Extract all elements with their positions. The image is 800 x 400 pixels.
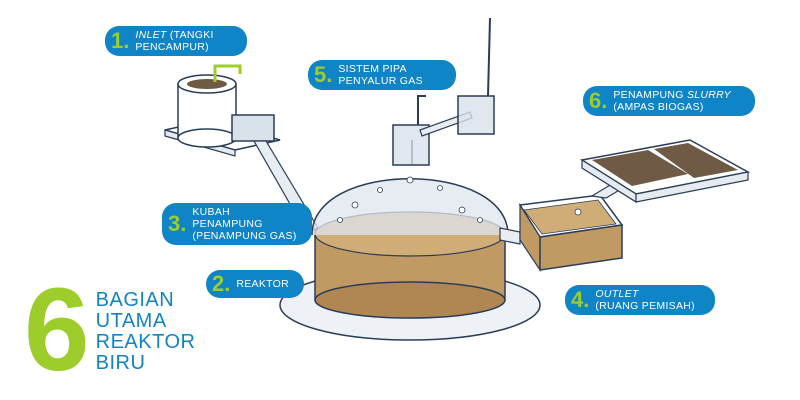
title-text: BAGIAN UTAMA REAKTOR BIRU	[96, 290, 196, 374]
label-number: 2.	[212, 271, 231, 296]
slurry-tank	[579, 139, 751, 204]
label-line: (AMPAS BIOGAS)	[613, 101, 704, 113]
label-number: 1.	[111, 28, 130, 53]
label-number: 6.	[589, 88, 608, 113]
label-line-italic: SLURRY	[686, 89, 731, 101]
label-line: (TANGKI	[166, 29, 214, 41]
label-text: SISTEM PIPA PENYALUR GAS	[338, 63, 423, 87]
title-line: UTAMA	[95, 310, 167, 332]
label-number: 5.	[314, 62, 333, 87]
inlet-tank	[164, 64, 281, 157]
label-number: 4.	[571, 287, 590, 312]
gas-pipe-system	[392, 17, 495, 166]
label-line: KUBAH PENAMPUNG	[192, 206, 263, 230]
reactor-tank	[314, 211, 506, 319]
label-line: (RUANG PEMISAH)	[595, 300, 695, 312]
label-text: REAKTOR	[236, 278, 290, 290]
label-text: PENAMPUNG SLURRY (AMPAS BIOGAS)	[613, 89, 731, 113]
label-number: 3.	[168, 211, 187, 236]
label-line-italic: OUTLET	[595, 288, 639, 300]
title-big-number: 6	[24, 264, 90, 396]
label-text: OUTLET (RUANG PEMISAH)	[595, 288, 695, 312]
label-text: KUBAH PENAMPUNG (PENAMPUNG GAS)	[192, 206, 300, 242]
gas-dome	[311, 176, 509, 236]
label-inlet: 1. INLET (TANGKI PENCAMPUR)	[105, 26, 247, 56]
title-line: BIRU	[95, 352, 146, 374]
label-reactor: 2. REAKTOR	[206, 270, 304, 298]
label-line: SISTEM PIPA	[338, 63, 407, 75]
label-line: PENAMPUNG	[613, 89, 687, 101]
label-text: INLET (TANGKI PENCAMPUR)	[135, 29, 213, 53]
label-line: PENYALUR GAS	[338, 75, 423, 87]
title-block: 6 BAGIAN UTAMA REAKTOR BIRU	[24, 264, 196, 396]
label-line-italic: INLET	[135, 29, 167, 41]
label-outlet: 4. OUTLET (RUANG PEMISAH)	[565, 285, 715, 315]
title-line: BAGIAN	[95, 289, 175, 311]
label-line: PENCAMPUR)	[135, 41, 209, 53]
outlet-chamber	[499, 194, 624, 272]
title-line: REAKTOR	[95, 331, 196, 353]
label-slurry: 6. PENAMPUNG SLURRY (AMPAS BIOGAS)	[583, 86, 755, 116]
label-gas-pipe: 5. SISTEM PIPA PENYALUR GAS	[308, 60, 456, 90]
label-line: (PENAMPUNG GAS)	[192, 230, 297, 242]
label-dome: 3. KUBAH PENAMPUNG (PENAMPUNG GAS)	[162, 203, 312, 245]
